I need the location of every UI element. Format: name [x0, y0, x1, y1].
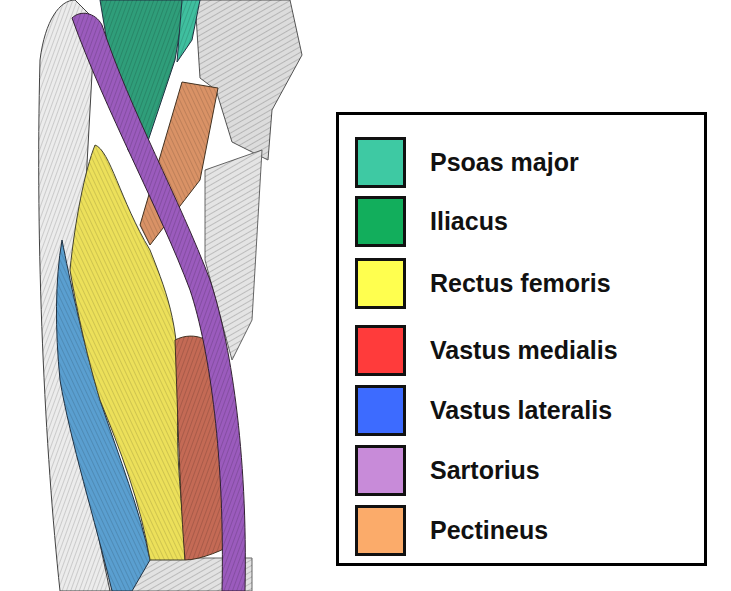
legend-swatch [355, 258, 406, 309]
legend-text: Vastus lateralis [430, 396, 612, 425]
legend-row: Psoas major [339, 137, 704, 187]
legend-box: Psoas majorIliacusRectus femorisVastus m… [336, 112, 707, 566]
legend-swatch [355, 385, 406, 436]
legend-text: Psoas major [430, 148, 579, 177]
legend-row: Rectus femoris [339, 258, 704, 308]
legend-text: Pectineus [430, 516, 548, 545]
legend-text: Vastus medialis [430, 336, 618, 365]
legend-swatch [355, 445, 406, 496]
legend-row: Pectineus [339, 505, 704, 555]
legend-swatch [355, 196, 406, 247]
legend-swatch [355, 325, 406, 376]
psoas-muscle [177, 0, 200, 62]
legend-text: Rectus femoris [430, 269, 611, 298]
legend-row: Vastus medialis [339, 325, 704, 375]
sartorius-muscle [72, 13, 245, 591]
legend-swatch [355, 505, 406, 556]
legend-text: Iliacus [430, 207, 508, 236]
legend-row: Vastus lateralis [339, 385, 704, 435]
legend-swatch [355, 137, 406, 188]
legend-row: Sartorius [339, 445, 704, 495]
legend-text: Sartorius [430, 456, 540, 485]
legend-row: Iliacus [339, 196, 704, 246]
